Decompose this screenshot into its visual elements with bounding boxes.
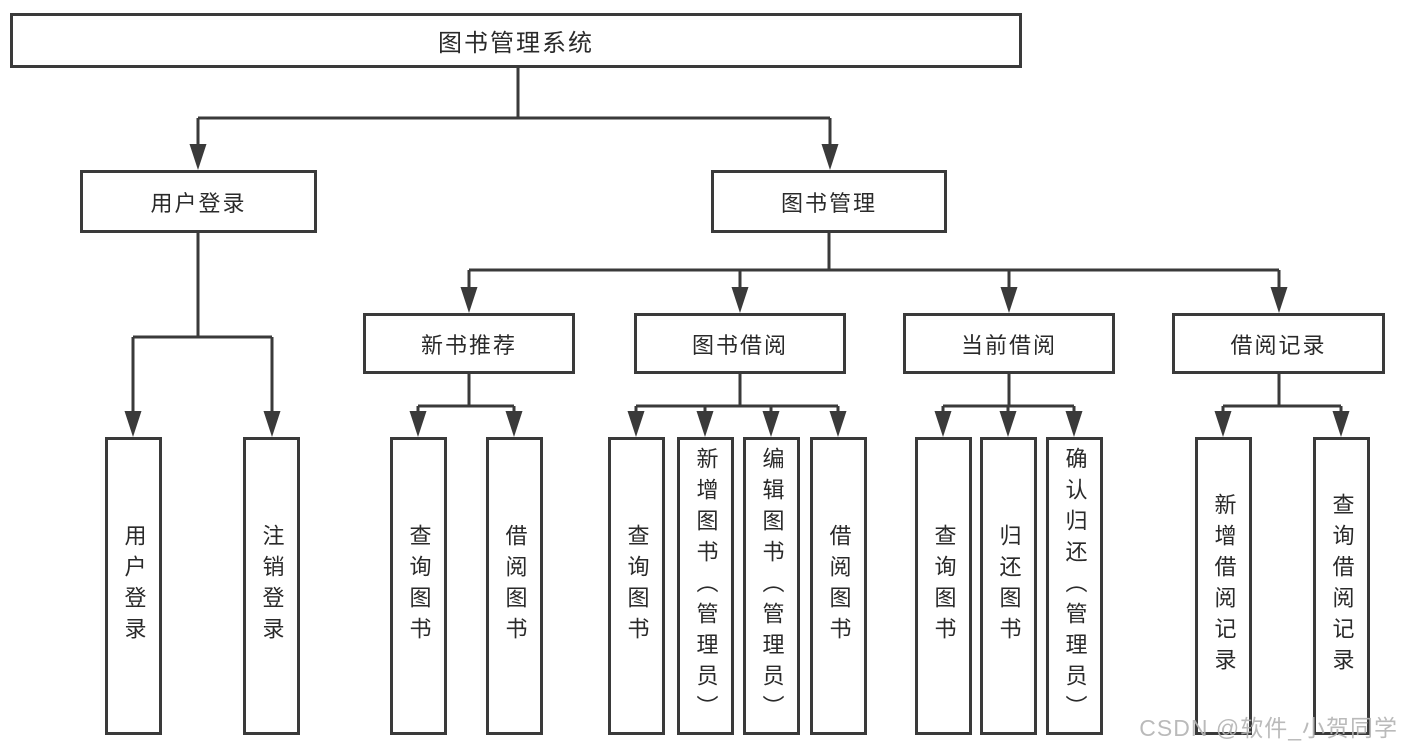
leaf-label: 确认归还（管理员） <box>1062 446 1088 726</box>
arrow-down-icon <box>1065 411 1083 437</box>
leaf-label: 用户登录 <box>121 524 147 648</box>
leaf-label: 编辑图书（管理员） <box>759 446 785 726</box>
leaf-query-books-current: 查询图书 <box>915 437 972 735</box>
watermark: CSDN @软件_小贺同学 <box>1139 715 1398 741</box>
arrow-down-icon <box>696 411 714 437</box>
node-user-login: 用户登录 <box>80 170 317 233</box>
leaf-query-books-recommend: 查询图书 <box>390 437 447 735</box>
arrow-down-icon <box>124 411 142 437</box>
leaf-label: 注销登录 <box>259 524 285 648</box>
leaf-label: 新增图书（管理员） <box>693 446 719 726</box>
arrow-down-icon <box>627 411 645 437</box>
arrow-down-icon <box>1332 411 1350 437</box>
leaf-label: 归还图书 <box>996 524 1022 648</box>
leaf-label: 查询图书 <box>931 524 957 648</box>
arrow-down-icon <box>1214 411 1232 437</box>
arrow-down-icon <box>934 411 952 437</box>
connector-book-management-to-modules <box>467 233 1281 290</box>
arrow-down-icon <box>409 411 427 437</box>
connector-root-to-level2 <box>196 68 832 148</box>
arrow-down-icon <box>762 411 780 437</box>
node-book-borrow: 图书借阅 <box>634 313 846 374</box>
arrow-down-icon <box>1270 287 1288 313</box>
node-library-system: 图书管理系统 <box>10 13 1022 68</box>
node-book-management: 图书管理 <box>711 170 947 233</box>
arrow-down-icon <box>263 411 281 437</box>
node-new-book-recommend: 新书推荐 <box>363 313 575 374</box>
leaf-logout: 注销登录 <box>243 437 300 735</box>
connector-user-login-to-leaves <box>131 233 274 414</box>
arrow-down-icon <box>829 411 847 437</box>
node-current-borrow: 当前借阅 <box>903 313 1115 374</box>
leaf-add-borrow-record: 新增借阅记录 <box>1195 437 1252 735</box>
leaf-edit-books-admin: 编辑图书（管理员） <box>743 437 800 735</box>
leaf-query-books-borrow: 查询图书 <box>608 437 665 735</box>
leaf-label: 借阅图书 <box>826 524 852 648</box>
connector-new-book-to-leaves <box>416 374 516 414</box>
leaf-query-borrow-record: 查询借阅记录 <box>1313 437 1370 735</box>
leaf-user-login: 用户登录 <box>105 437 162 735</box>
node-borrow-records: 借阅记录 <box>1172 313 1385 374</box>
connector-current-borrow-to-leaves <box>941 374 1076 414</box>
leaf-confirm-return-admin: 确认归还（管理员） <box>1046 437 1103 735</box>
leaf-borrow-books: 借阅图书 <box>810 437 867 735</box>
connector-book-borrow-to-leaves <box>634 374 840 414</box>
arrow-down-icon <box>1000 287 1018 313</box>
arrow-down-icon <box>821 144 839 170</box>
connector-borrow-records-to-leaves <box>1221 374 1343 414</box>
leaf-label: 借阅图书 <box>502 524 528 648</box>
leaf-label: 查询借阅记录 <box>1329 493 1355 679</box>
arrow-down-icon <box>999 411 1017 437</box>
leaf-label: 新增借阅记录 <box>1211 493 1237 679</box>
arrow-down-icon <box>460 287 478 313</box>
leaf-label: 查询图书 <box>624 524 650 648</box>
leaf-return-books: 归还图书 <box>980 437 1037 735</box>
leaf-add-books-admin: 新增图书（管理员） <box>677 437 734 735</box>
arrow-down-icon <box>731 287 749 313</box>
leaf-label: 查询图书 <box>406 524 432 648</box>
arrow-down-icon <box>189 144 207 170</box>
arrow-down-icon <box>505 411 523 437</box>
leaf-borrow-books-recommend: 借阅图书 <box>486 437 543 735</box>
